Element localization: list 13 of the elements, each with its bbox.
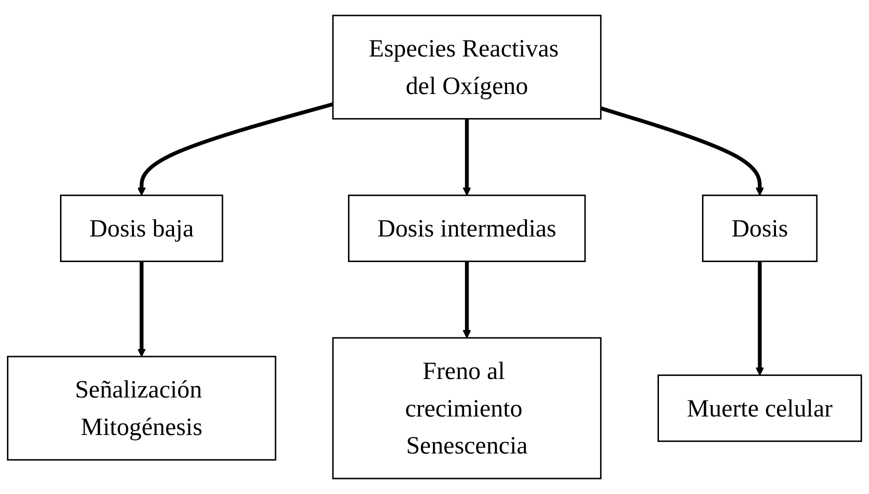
node-box: Señalización Mitogénesis	[6, 356, 276, 461]
node-box: Dosis baja	[60, 194, 224, 262]
arrow	[600, 106, 764, 196]
arrow	[137, 261, 146, 357]
node-box: Dosis	[702, 194, 818, 262]
arrow	[137, 102, 334, 196]
arrow	[462, 118, 472, 196]
arrow	[756, 261, 764, 376]
node-box: Especies Reactivas del Oxígeno	[332, 14, 602, 120]
arrow	[462, 261, 472, 338]
node-box: Dosis intermedias	[348, 194, 586, 262]
node-box: Freno al crecimiento Senescencia	[332, 337, 602, 480]
node-box: Muerte celular	[658, 374, 862, 442]
